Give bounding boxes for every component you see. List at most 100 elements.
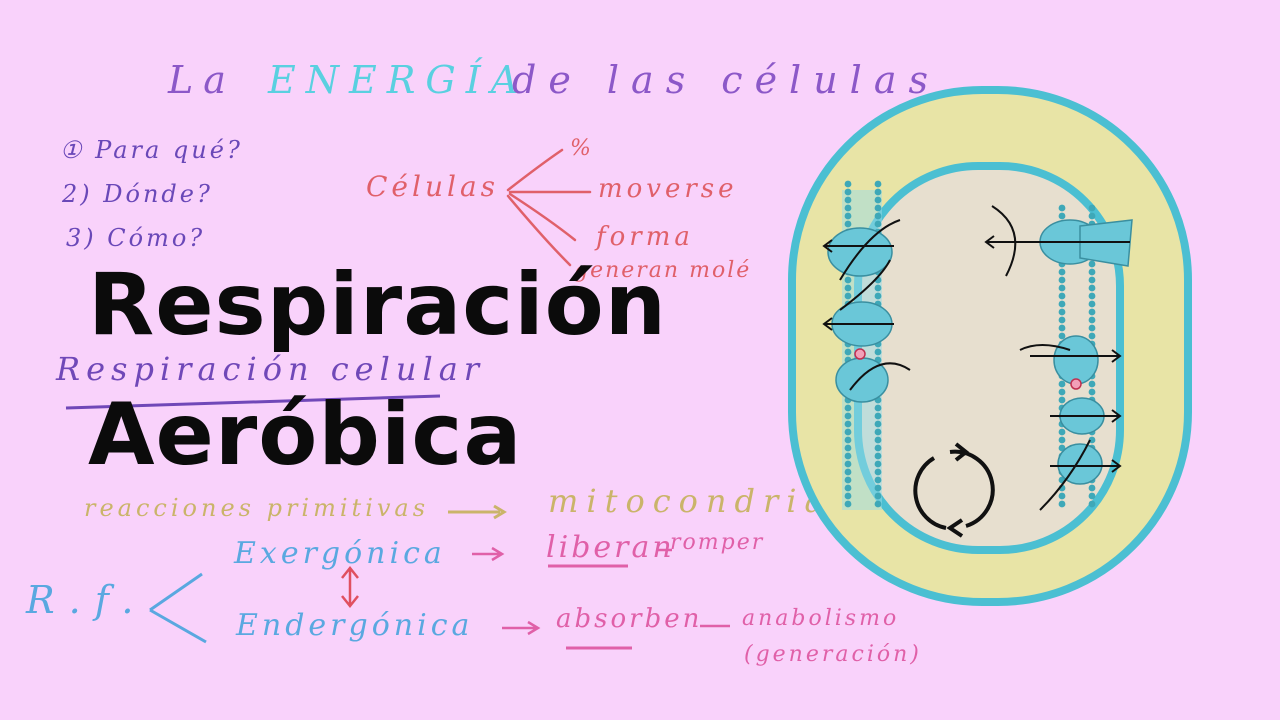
arrow-exergonica [472, 546, 505, 562]
lipid-head [1058, 300, 1066, 308]
lipid-head [874, 484, 882, 492]
lipid-head [874, 444, 882, 452]
arrow-endergonica [502, 620, 541, 636]
headline-line1: Respiración [88, 255, 667, 355]
transport-arrow-icon [822, 317, 894, 331]
protein-complex-4 [1053, 335, 1099, 385]
text-absorben: absorben [556, 604, 703, 634]
transport-arrow-icon [984, 235, 1130, 249]
lipid-head [874, 284, 882, 292]
lipid-head [1088, 260, 1096, 268]
lipid-head [844, 500, 852, 508]
text-anabolismo: anabolismo [742, 606, 900, 631]
ubiquinone-icon [854, 348, 866, 360]
lipid-head [1058, 204, 1066, 212]
lipid-head [1088, 492, 1096, 500]
whiteboard-title-la: La [168, 58, 236, 102]
lipid-head [844, 452, 852, 460]
lipid-head [844, 188, 852, 196]
lipid-head [844, 292, 852, 300]
lipid-head [1058, 284, 1066, 292]
lipid-head [874, 212, 882, 220]
lipid-head [844, 348, 852, 356]
lipid-head [1058, 268, 1066, 276]
lipid-head [874, 180, 882, 188]
lipid-head [1088, 500, 1096, 508]
lipid-head [874, 204, 882, 212]
lipid-head [874, 404, 882, 412]
question-donde: 2) Dónde? [62, 180, 213, 208]
lipid-head [1088, 324, 1096, 332]
lipid-head [844, 284, 852, 292]
brace-rf [149, 572, 207, 644]
transport-arrow-icon [1050, 409, 1122, 423]
left-proteins [827, 227, 893, 403]
transport-arrow-icon [1030, 349, 1122, 363]
lipid-head [844, 476, 852, 484]
lipid-head [1058, 308, 1066, 316]
text-reacciones: reacciones primitivas [84, 494, 430, 522]
lipid-head [1088, 388, 1096, 396]
lipid-head [874, 188, 882, 196]
lipid-head [874, 428, 882, 436]
lipid-head [844, 492, 852, 500]
lipid-head [844, 436, 852, 444]
lipid-head [1058, 316, 1066, 324]
lipid-head [874, 292, 882, 300]
lipid-head [1088, 204, 1096, 212]
transport-arrow-icon [822, 239, 894, 253]
lipid-head [1088, 284, 1096, 292]
lipid-head [844, 460, 852, 468]
question-para-que: ① Para qué? [60, 136, 243, 164]
lipid-head [1088, 332, 1096, 340]
lipid-head [1058, 324, 1066, 332]
lipid-head [1088, 276, 1096, 284]
lipid-head [844, 484, 852, 492]
lipid-head [1058, 500, 1066, 508]
lipid-head [844, 212, 852, 220]
text-exergonica: Exergónica [234, 536, 446, 571]
whiteboard-title-rest: de las células [512, 58, 940, 102]
lipid-head [874, 348, 882, 356]
headline-line2: Aeróbica [88, 385, 523, 485]
whiteboard-title-energia: ENERGÍA [268, 58, 529, 102]
lipid-head [844, 412, 852, 420]
underline-respiracion [65, 394, 441, 410]
lipid-head [1088, 484, 1096, 492]
right-arrows [984, 205, 1130, 511]
lipid-head [1088, 308, 1096, 316]
branch-generar: generan molé [574, 258, 752, 283]
lipid-head [1088, 292, 1096, 300]
lipid-head [1088, 212, 1096, 220]
cycle-arrows-icon [913, 442, 995, 538]
lipid-head [844, 276, 852, 284]
lipid-head [1058, 492, 1066, 500]
lipid-head [874, 436, 882, 444]
transport-arrow-icon [1050, 459, 1122, 473]
ubiquinone-icon [1070, 378, 1082, 390]
lipid-head [844, 220, 852, 228]
lipid-head [1058, 212, 1066, 220]
word-celulas: Células [366, 170, 499, 203]
lipid-head [874, 420, 882, 428]
branch-moverse: moverse [598, 174, 738, 204]
lipid-head [844, 204, 852, 212]
lipid-head [874, 452, 882, 460]
lipid-head [874, 476, 882, 484]
lipid-head [844, 404, 852, 412]
branch-line-percent [506, 148, 564, 192]
lipid-head [1058, 396, 1066, 404]
lipid-head [874, 196, 882, 204]
lipid-head [1088, 436, 1096, 444]
lipid-head [1058, 380, 1066, 388]
text-liberan: liberan [546, 530, 675, 565]
branch-forma: forma [596, 222, 694, 252]
branch-percent: % [570, 136, 591, 161]
lipid-head [844, 468, 852, 476]
cell-diagram [788, 86, 1192, 606]
lipid-head [844, 420, 852, 428]
lipid-head [844, 444, 852, 452]
text-rf: R.f. [26, 578, 148, 622]
text-generacion: (generación) [744, 642, 922, 667]
